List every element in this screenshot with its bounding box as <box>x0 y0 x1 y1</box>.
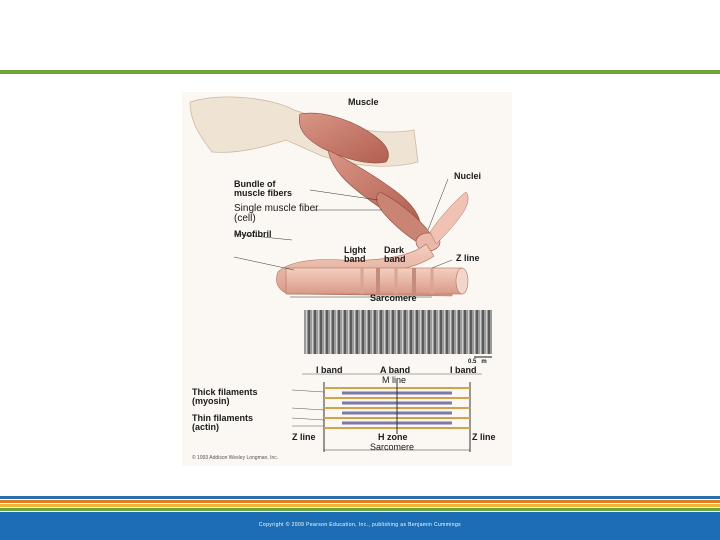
footer-stripe-green <box>0 508 720 511</box>
label-light-band: Light band <box>344 245 366 264</box>
figure-artwork <box>189 96 492 452</box>
footer-stripe-orange <box>0 500 720 503</box>
label-i-band-right: I band <box>450 365 477 375</box>
label-i-band-left: I band <box>316 365 343 375</box>
label-h-zone: H zone <box>378 432 408 442</box>
label-a-band: A band <box>380 365 411 375</box>
label-myofibril: Myofibril <box>234 229 272 239</box>
label-muscle: Muscle <box>348 97 379 107</box>
label-sarcomere-top: Sarcomere <box>370 293 417 303</box>
label-single-muscle-fiber: Single muscle fiber (cell) <box>234 203 319 224</box>
fiber-bundle-illustration <box>376 191 469 252</box>
leader-lines <box>233 178 453 271</box>
label-dark-band: Dark band <box>384 245 406 264</box>
figure-copyright: © 1993 Addison Wesley Longman, Inc. <box>192 455 279 461</box>
label-scale-bar: 0.5 m <box>468 359 487 365</box>
label-z-line-left: Z line <box>292 432 316 442</box>
label-sarcomere-bottom: Sarcomere <box>370 442 415 452</box>
myofibril-illustration <box>276 243 469 297</box>
muscle-structure-figure: Muscle Bundle of muscle fibers Nuclei Si… <box>182 92 512 466</box>
label-m-line: M line <box>382 375 407 385</box>
label-z-line-top: Z line <box>456 253 480 263</box>
footer-copyright: Copyright © 2009 Pearson Education, Inc.… <box>258 522 462 528</box>
micrograph <box>304 310 492 358</box>
footer-bar: Copyright © 2009 Pearson Education, Inc.… <box>0 512 720 540</box>
label-nuclei: Nuclei <box>454 171 482 181</box>
footer-stripes <box>0 496 720 512</box>
header-rule <box>0 70 720 74</box>
label-thin-filaments: Thin filaments (actin) <box>192 413 254 432</box>
footer-stripe-blue <box>0 496 720 499</box>
label-z-line-right: Z line <box>472 432 496 442</box>
label-bundle-of-fibers: Bundle of muscle fibers <box>234 179 293 198</box>
label-thick-filaments: Thick filaments (myosin) <box>192 387 258 406</box>
footer-stripe-yellow <box>0 504 720 507</box>
sarcomere-diagram <box>290 296 482 452</box>
